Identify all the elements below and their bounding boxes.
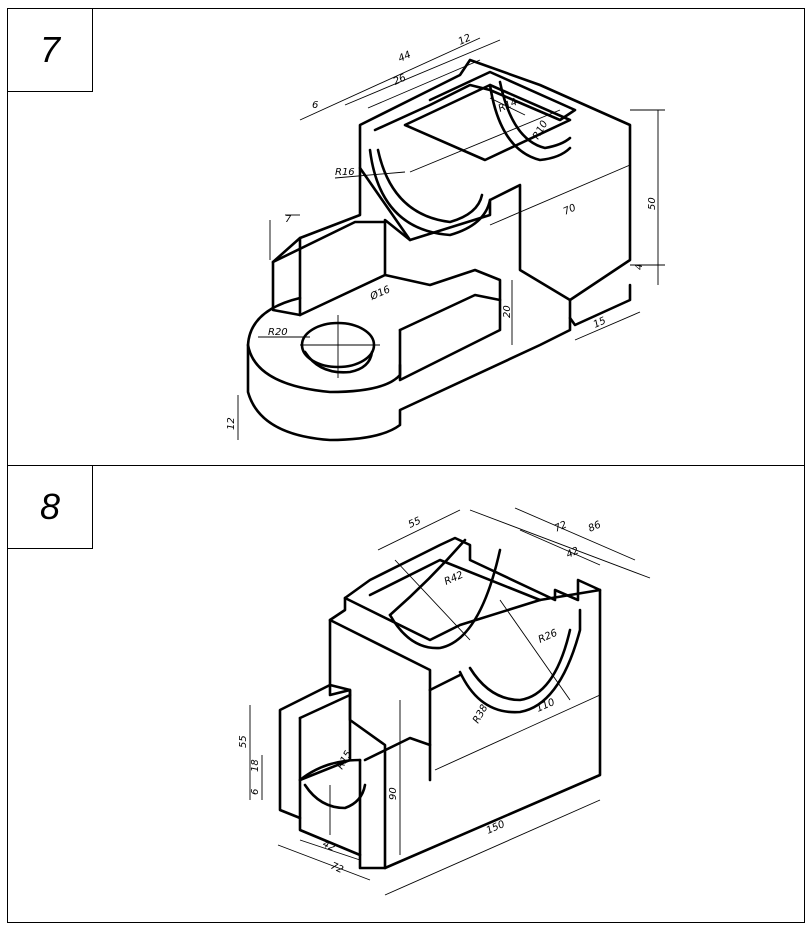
dim-26: 26 xyxy=(392,73,408,88)
panel-8-frame xyxy=(7,465,805,923)
dim-15: 15 xyxy=(592,316,608,331)
dim-44: 44 xyxy=(397,50,413,65)
dim-r42: R42 xyxy=(443,570,465,588)
panel-8-number: 8 xyxy=(7,465,93,549)
dim-42-bottom: 42 xyxy=(321,839,337,854)
part-8-drawing: 55 72 86 42 R42 R26 R38 110 55 18 6 R15 … xyxy=(238,507,651,896)
part-7-drawing: 44 12 26 6 R14 R10 R16 7 70 50 4 15 Ø16 … xyxy=(226,33,665,442)
dim-12: 12 xyxy=(457,33,473,48)
dim-42-top: 42 xyxy=(565,546,581,561)
dim-110: 110 xyxy=(535,697,557,715)
panel-7-number: 7 xyxy=(7,8,93,92)
dim-4: 4 xyxy=(634,264,645,270)
dim-86: 86 xyxy=(587,520,603,535)
dim-20: 20 xyxy=(502,305,513,318)
dim-7: 7 xyxy=(285,214,292,225)
dim-12-side: 12 xyxy=(226,417,237,430)
dim-r26: R26 xyxy=(537,628,559,646)
dim-r20: R20 xyxy=(268,327,288,338)
dim-90: 90 xyxy=(388,787,399,800)
dim-72-top: 72 xyxy=(553,520,569,535)
dim-6-left: 6 xyxy=(250,789,261,795)
dim-70: 70 xyxy=(562,203,578,218)
dim-r16: R16 xyxy=(335,167,355,178)
dim-18: 18 xyxy=(250,759,261,772)
dim-55-left: 55 xyxy=(238,735,249,748)
dim-55-top: 55 xyxy=(407,516,423,531)
dim-phi16: Ø16 xyxy=(367,283,392,303)
dim-150: 150 xyxy=(485,819,507,837)
dim-50: 50 xyxy=(647,197,658,210)
dim-6: 6 xyxy=(312,100,318,111)
dim-72-bottom: 72 xyxy=(329,861,345,876)
